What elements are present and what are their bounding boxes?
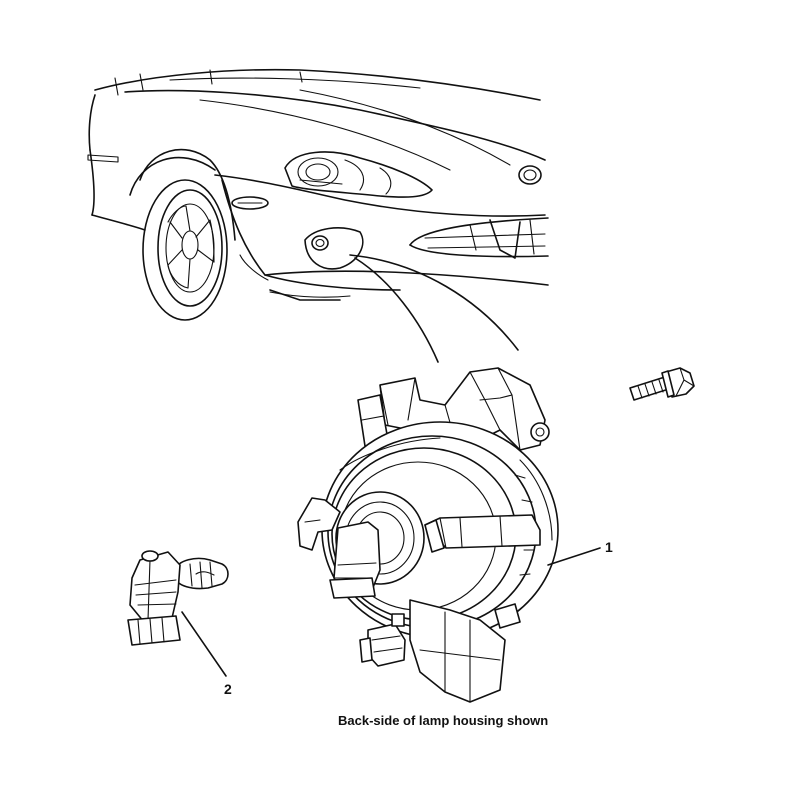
leader-lines — [349, 254, 519, 363]
callout-1-leader — [547, 547, 601, 566]
callout-2-leader — [181, 611, 227, 677]
callout-2-label: 2 — [224, 681, 232, 697]
bulb-illustration — [127, 550, 229, 646]
callout-1-label: 1 — [605, 539, 613, 555]
fog-lamp-housing — [297, 367, 559, 703]
car-front-illustration — [87, 68, 549, 321]
diagram-caption: Back-side of lamp housing shown — [338, 713, 548, 728]
callout-1: 1 — [547, 539, 613, 566]
callout-2: 2 — [181, 611, 232, 697]
mounting-bolt — [629, 367, 695, 401]
